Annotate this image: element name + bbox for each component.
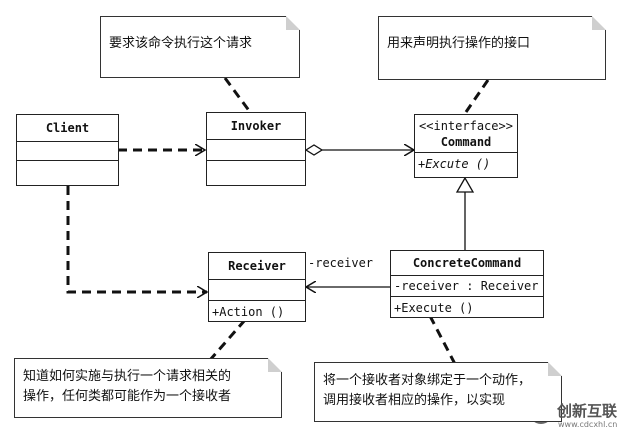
invoker-note-anchor xyxy=(223,77,252,113)
command-stereotype: <<interface>> xyxy=(419,119,513,133)
concrete-attribute: -receiver : Receiver xyxy=(394,279,539,293)
receiver-operations: +Action () xyxy=(209,301,305,323)
invoker-class: Invoker xyxy=(206,112,306,186)
watermark-brand: 创新互联 xyxy=(557,402,618,420)
association-label: -receiver xyxy=(308,256,374,270)
receiver-note: 知道如何实施与执行一个请求相关的 操作，任何类都可能作为一个接收者 xyxy=(14,358,282,418)
realization-triangle xyxy=(455,176,475,193)
command-class-name: Command xyxy=(440,135,492,149)
note-fold-corner xyxy=(548,362,562,376)
receiver-attributes xyxy=(209,280,305,301)
concrete-attributes: -receiver : Receiver xyxy=(391,276,543,297)
aggregation-diamond xyxy=(304,144,324,156)
invoker-attributes xyxy=(207,140,305,161)
note-fold-corner xyxy=(286,16,300,30)
concrete-operations: +Execute () xyxy=(391,297,543,319)
command-note: 用来声明执行操作的接口 xyxy=(378,16,606,80)
client-operations xyxy=(17,161,118,185)
command-note-text: 用来声明执行操作的接口 xyxy=(387,36,531,51)
receiver-note-anchor xyxy=(208,319,247,361)
receiver-method: +Action () xyxy=(212,305,285,319)
invoker-note: 要求该命令执行这个请求 xyxy=(100,16,300,78)
invoker-note-text: 要求该命令执行这个请求 xyxy=(109,36,253,51)
client-class: Client xyxy=(16,114,119,186)
concrete-command-class: ConcreteCommand -receiver : Receiver +Ex… xyxy=(390,250,544,318)
watermark-url: www.cdcxhl.cn xyxy=(558,420,618,429)
client-receiver-dependency xyxy=(66,186,207,292)
receiver-note-line1: 知道如何实施与执行一个请求相关的 xyxy=(23,369,232,384)
concrete-note-line1: 将一个接收者对象绑定于一个动作， xyxy=(323,373,532,388)
command-note-anchor xyxy=(464,79,490,113)
command-method: +Excute () xyxy=(418,157,491,171)
concrete-class-name: ConcreteCommand xyxy=(391,251,543,276)
invoker-class-name: Invoker xyxy=(207,113,305,140)
note-fold-corner xyxy=(268,358,282,372)
receiver-class-name: Receiver xyxy=(209,253,305,280)
concrete-note-anchor xyxy=(428,315,457,365)
concrete-note-line2: 调用接收者相应的操作，以实现 xyxy=(323,393,506,408)
command-header: <<interface>> Command xyxy=(415,115,517,153)
client-class-name: Client xyxy=(17,115,118,142)
command-interface: <<interface>> Command +Excute () xyxy=(414,114,518,178)
concrete-method: +Execute () xyxy=(394,301,474,315)
receiver-note-line2: 操作，任何类都可能作为一个接收者 xyxy=(23,389,232,404)
command-operations: +Excute () xyxy=(415,153,517,177)
invoker-operations xyxy=(207,161,305,185)
client-attributes xyxy=(17,142,118,161)
note-fold-corner xyxy=(592,16,606,30)
receiver-class: Receiver +Action () xyxy=(208,252,306,322)
concrete-note: 将一个接收者对象绑定于一个动作， 调用接收者相应的操作，以实现 xyxy=(314,362,562,422)
